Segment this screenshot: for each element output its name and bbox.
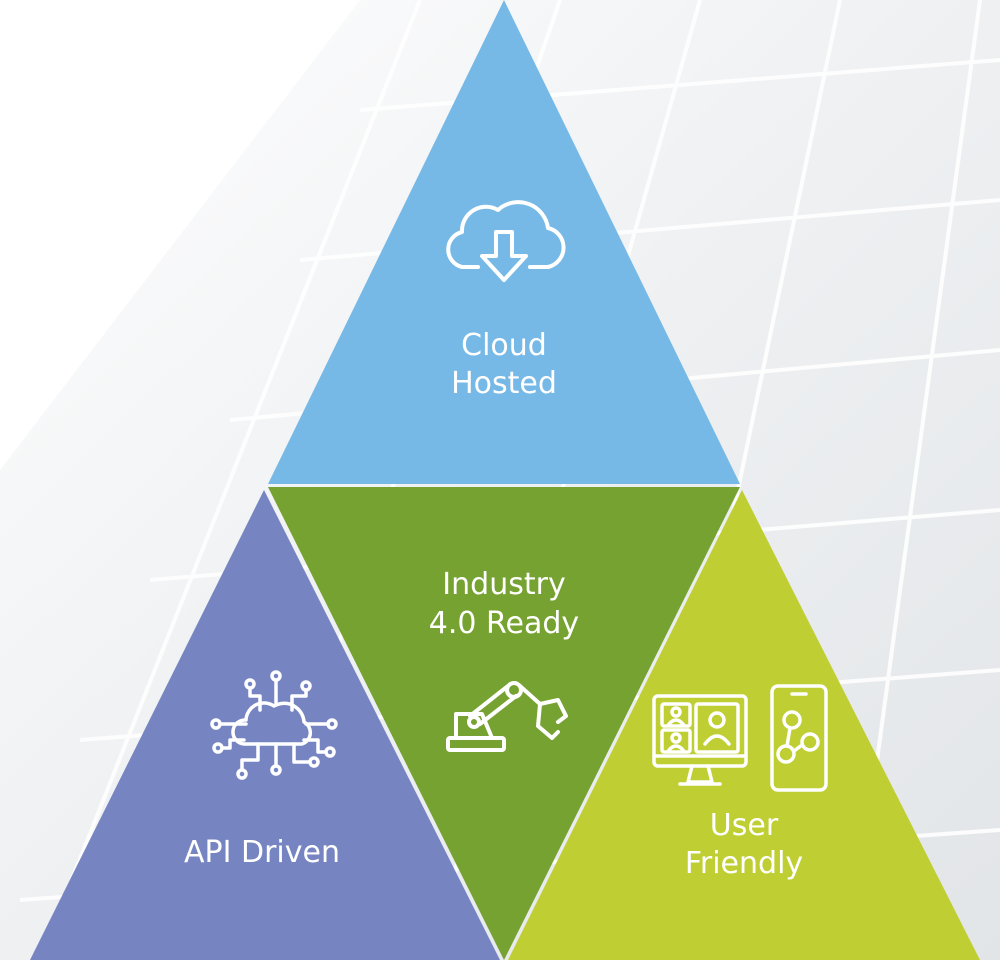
triangle-right (508, 490, 980, 960)
cloud-download-icon (446, 200, 566, 282)
segment-user-friendly: User Friendly (508, 490, 980, 960)
triangle-left (30, 490, 500, 960)
robot-arm-icon (446, 681, 568, 752)
label-user-line2: Friendly (685, 846, 803, 881)
segment-industry-ready: Industry 4.0 Ready (268, 487, 740, 960)
label-industry-line2: 4.0 Ready (429, 606, 579, 641)
label-industry-line1: Industry (442, 567, 565, 602)
label-cloud-line1: Cloud (461, 328, 547, 363)
label-api-driven: API Driven (184, 835, 340, 870)
devices-icon (652, 684, 828, 792)
cloud-network-icon (210, 670, 338, 780)
label-user-line1: User (710, 808, 779, 843)
segment-api-driven: API Driven (30, 490, 500, 960)
label-cloud-line2: Hosted (451, 366, 557, 401)
triangle-middle (268, 487, 740, 960)
triangle-top (268, 0, 740, 484)
segment-cloud-hosted: Cloud Hosted (268, 0, 740, 484)
